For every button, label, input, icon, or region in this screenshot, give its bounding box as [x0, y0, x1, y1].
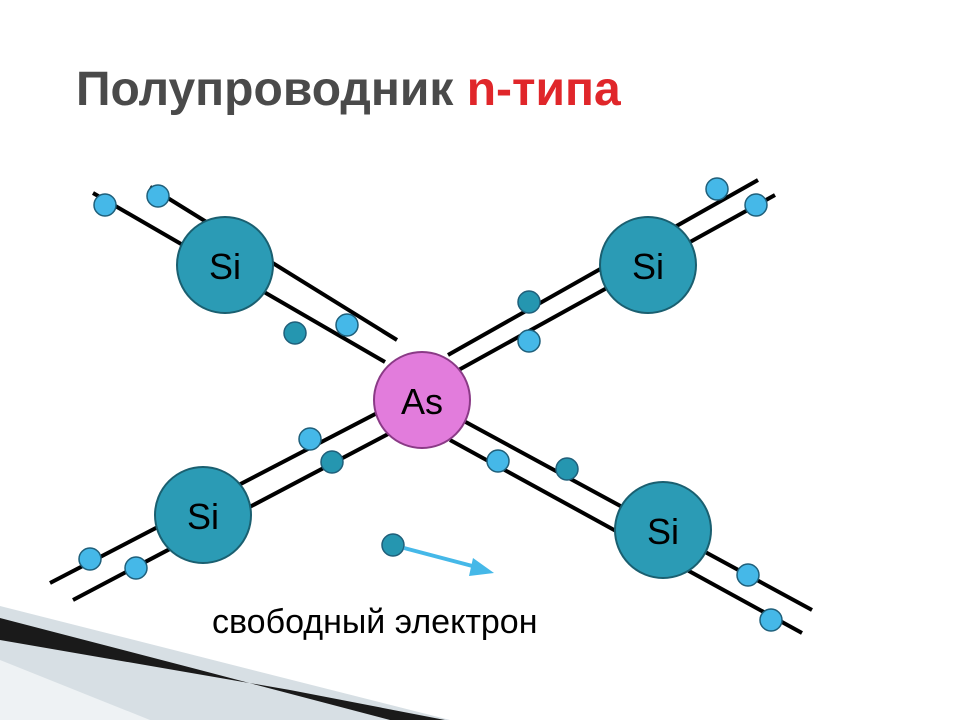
electron — [124, 556, 148, 580]
electron — [320, 450, 344, 474]
title-main: Полупроводник — [76, 63, 454, 116]
corner-decoration — [0, 606, 450, 720]
electrons — [78, 177, 783, 632]
electron — [759, 608, 783, 632]
electron — [705, 177, 729, 201]
title-accent: n-типа — [466, 63, 621, 116]
si-atom-bottom-left: Si — [154, 466, 252, 564]
electron — [517, 329, 541, 353]
free-electron — [381, 533, 405, 557]
as-atom-center: As — [373, 351, 471, 449]
electron — [146, 184, 170, 208]
atom-label-si: Si — [187, 496, 219, 537]
free-electron-label: свободный электрон — [212, 603, 538, 641]
si-atom-bottom-right: Si — [614, 481, 712, 579]
electron — [517, 290, 541, 314]
electron — [283, 321, 307, 345]
si-atom-top-right: Si — [599, 216, 697, 314]
slide-title: Полупроводник n-типа — [76, 62, 621, 117]
atom-label-si: Si — [209, 246, 241, 287]
electron — [93, 193, 117, 217]
electron — [335, 313, 359, 337]
si-atom-top-left: Si — [176, 216, 274, 314]
arrow-line — [403, 546, 481, 570]
electron — [744, 193, 768, 217]
electron — [298, 427, 322, 451]
electron — [555, 457, 579, 481]
atom-label-si: Si — [632, 246, 664, 287]
electron — [736, 563, 760, 587]
atom-label-si: Si — [647, 511, 679, 552]
electron — [78, 547, 102, 571]
arrow-head — [469, 558, 494, 576]
electron — [486, 449, 510, 473]
atom-label-as: As — [401, 381, 443, 422]
free-electron-legend: свободный электрон — [212, 533, 538, 641]
